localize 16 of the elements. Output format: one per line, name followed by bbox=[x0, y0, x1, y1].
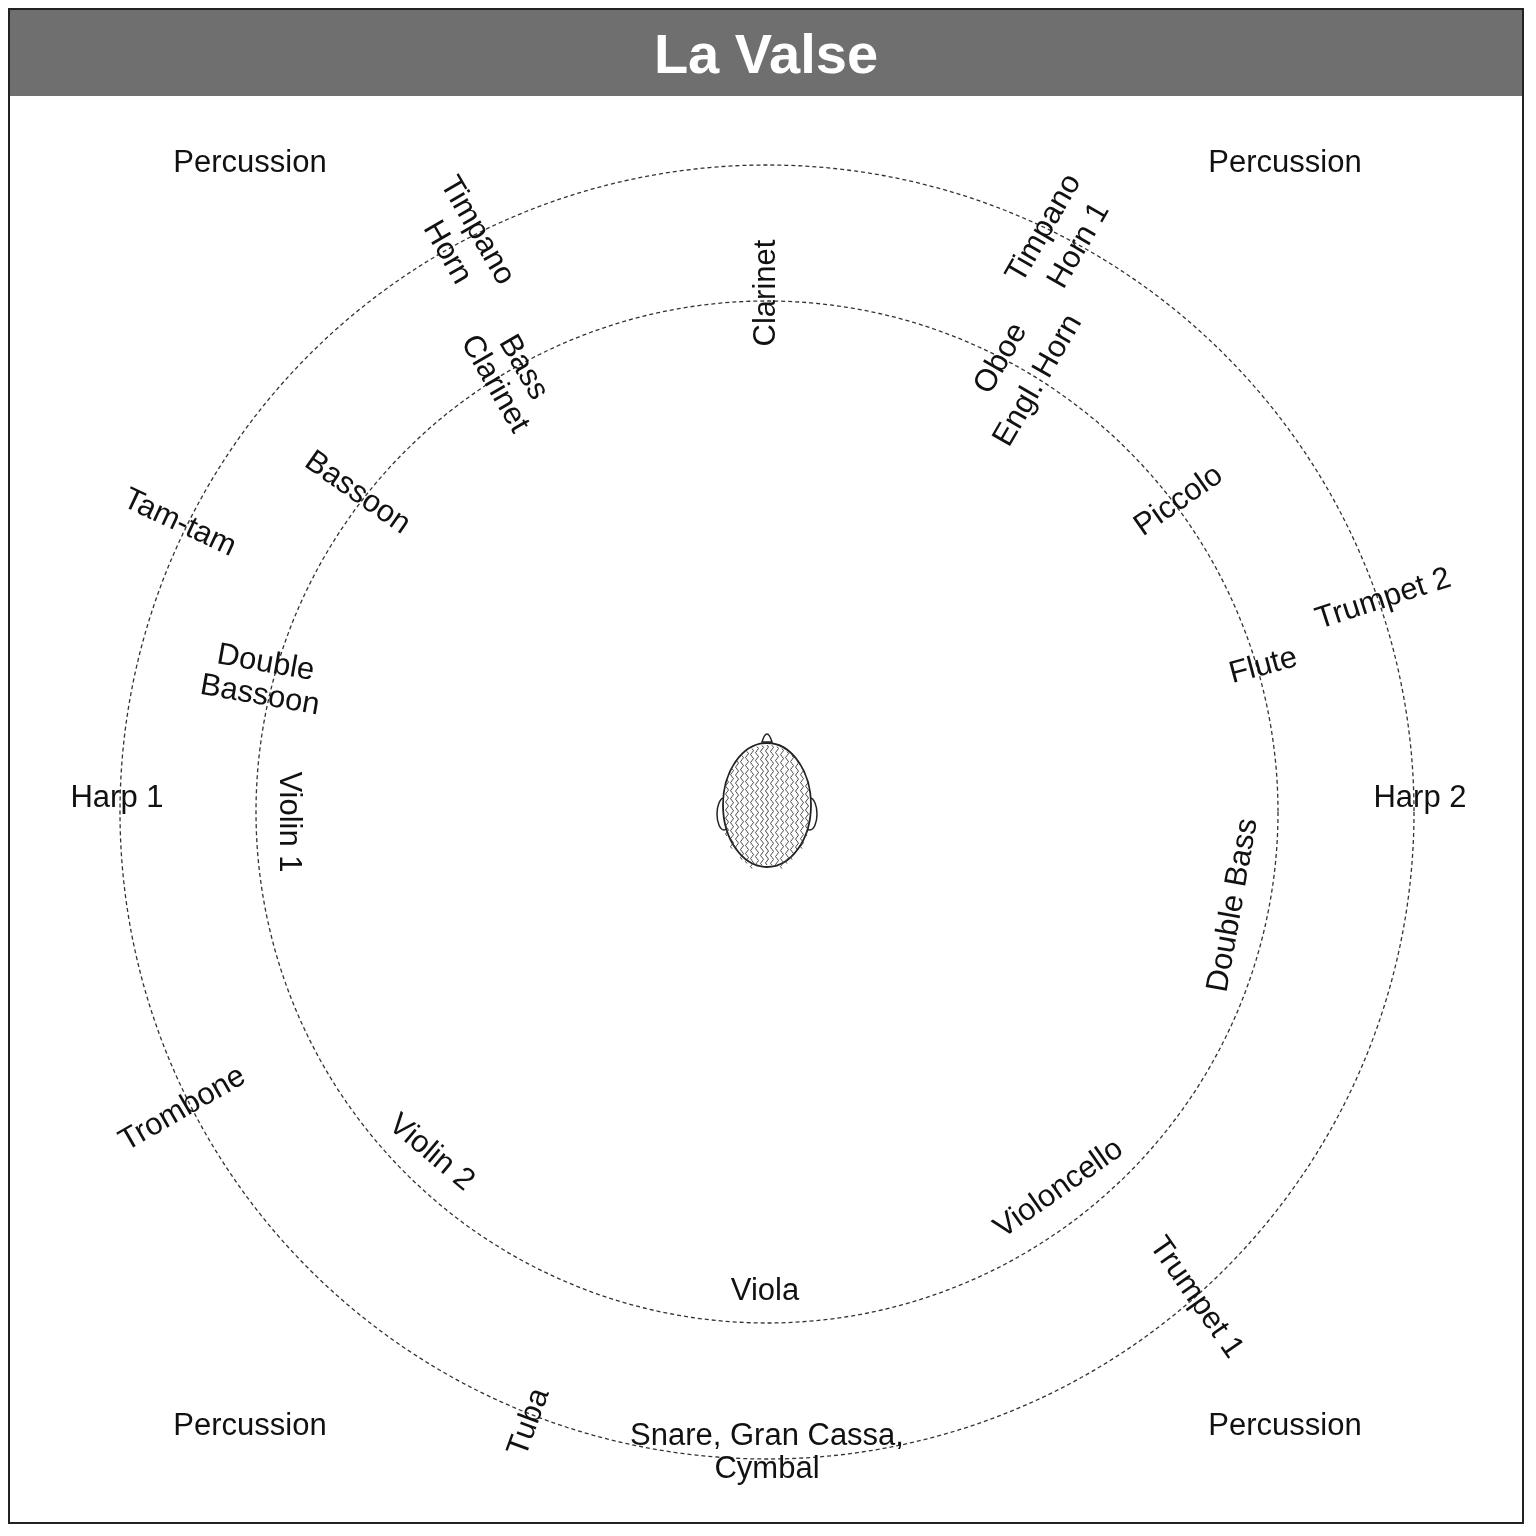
instrument-label: Percussion bbox=[173, 145, 327, 179]
instrument-label: Flute bbox=[1225, 640, 1301, 690]
instrument-label: Trumpet 2 bbox=[1311, 560, 1455, 636]
instrument-label: Harp 2 bbox=[1373, 780, 1467, 814]
instrument-label: Double Bassoon bbox=[196, 634, 324, 723]
instrument-label: Viola bbox=[730, 1273, 800, 1307]
instrument-label: Percussion bbox=[1208, 145, 1362, 179]
instrument-label: Double Bass bbox=[1200, 815, 1264, 995]
instrument-label: Violin 1 bbox=[273, 771, 307, 873]
title: La Valse bbox=[653, 20, 879, 86]
instrument-label: Snare, Gran Cassa, Cymbal bbox=[629, 1419, 905, 1485]
instrument-label: Tuba bbox=[500, 1383, 556, 1461]
instrument-label: Percussion bbox=[1208, 1408, 1362, 1442]
instrument-label: Harp 1 bbox=[70, 780, 164, 814]
instrument-label: Percussion bbox=[173, 1408, 327, 1442]
instrument-label: Clarinet bbox=[748, 239, 782, 347]
